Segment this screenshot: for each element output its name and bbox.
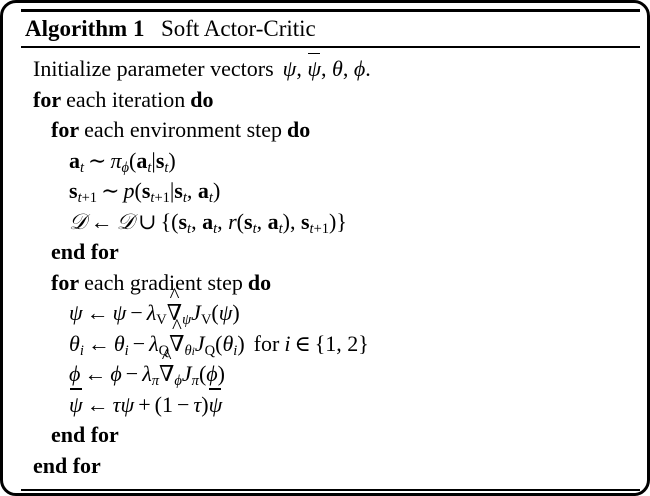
end-for-keyword: end for bbox=[51, 422, 119, 447]
do-keyword: do bbox=[190, 86, 214, 112]
init-symbols: ψ, ψ, θ, ϕ. bbox=[283, 52, 371, 81]
algorithm-line-end-for-gradient: end for bbox=[21, 420, 640, 451]
algorithm-line-update-target-psi: ψ←τψ+(1−τ)ψ bbox=[21, 388, 640, 421]
algorithm-line-sample-state: st+1∼p(st+1|st, at) bbox=[69, 178, 221, 207]
algorithm-title: Algorithm 1 Soft Actor-Critic bbox=[21, 12, 640, 46]
algorithm-line-end-for-environment: end for bbox=[21, 237, 640, 268]
end-for-keyword: end for bbox=[51, 239, 119, 264]
algorithm-line-sample-action: at∼πϕ(at|st) bbox=[69, 147, 176, 176]
algorithm-line-update-phi: ϕ←ϕ−λπ∇ϕJπ(ϕ) bbox=[21, 359, 640, 390]
algorithm-title-rule bbox=[21, 46, 640, 48]
algorithm-line-initialize: Initialize parameter vectors ψ, ψ, θ, ϕ. bbox=[21, 52, 640, 85]
do-keyword: do bbox=[247, 269, 272, 295]
for-gradient-label: each gradient step bbox=[84, 269, 243, 295]
algorithm-line-end-for-iteration: end for bbox=[21, 451, 640, 482]
algorithm-title-prefix: Algorithm 1 bbox=[25, 16, 145, 41]
for-keyword: for bbox=[33, 86, 62, 112]
algorithm-line-replay-buffer: 𝒟←𝒟∪{(st, at, r(st, at), st+1)} bbox=[69, 208, 347, 237]
end-for-keyword: end for bbox=[33, 452, 101, 478]
algorithm-line-update-psi: ψ←ψ−λV∇ψJV(ψ) bbox=[21, 298, 640, 329]
for-keyword: for bbox=[51, 117, 80, 142]
algorithm-bottom-rule bbox=[21, 489, 640, 491]
for-environment-label: each environment step bbox=[84, 117, 283, 142]
do-keyword: do bbox=[287, 117, 311, 142]
algorithm-box: Algorithm 1 Soft Actor-Critic Initialize… bbox=[21, 9, 640, 491]
algorithm-title-name: Soft Actor-Critic bbox=[160, 16, 316, 41]
for-iteration-label: each iteration bbox=[66, 86, 186, 112]
initialize-label: Initialize parameter vectors bbox=[33, 56, 274, 81]
for-keyword: for bbox=[51, 269, 80, 295]
algorithm-top-rule bbox=[21, 9, 640, 12]
for-inline-keyword: for bbox=[253, 330, 280, 356]
